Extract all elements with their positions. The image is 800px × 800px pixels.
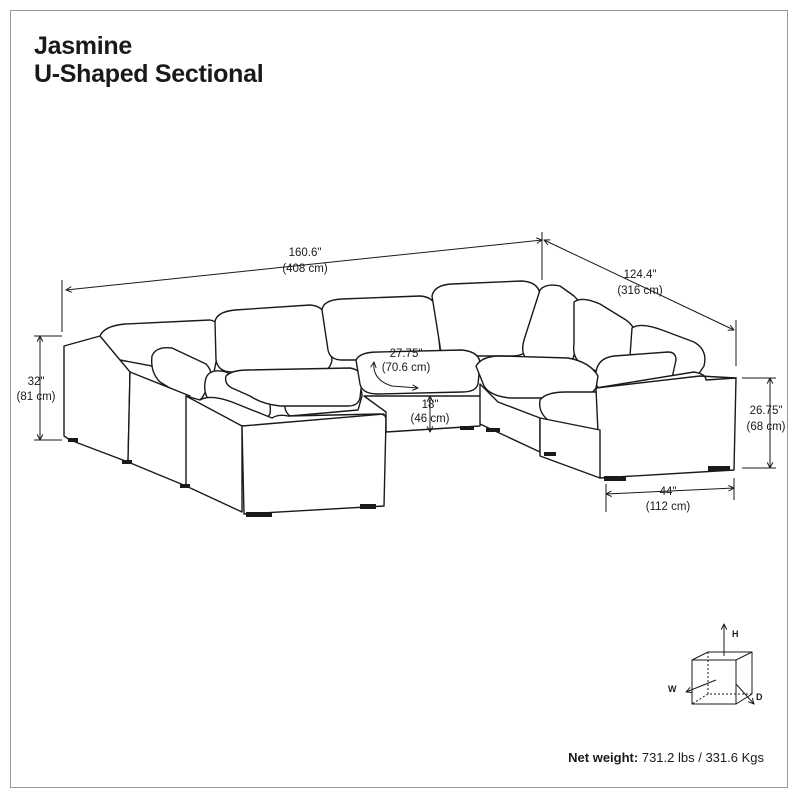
title-line-2: U-Shaped Sectional bbox=[34, 60, 264, 88]
back-height-imperial: 32" bbox=[28, 376, 45, 388]
arm-height-metric: (68 cm) bbox=[747, 421, 786, 433]
net-weight: Net weight: 731.2 lbs / 331.6 Kgs bbox=[568, 750, 764, 765]
dimension-labels: 160.6" (408 cm) 124.4" (316 cm) 27.75" (… bbox=[17, 247, 786, 513]
axis-depth-label: D bbox=[756, 692, 763, 702]
module-width-imperial: 44" bbox=[660, 486, 677, 498]
title-line-1: Jasmine bbox=[34, 32, 132, 60]
axis-labels: H W D bbox=[668, 629, 763, 702]
net-weight-value: 731.2 lbs / 331.6 Kgs bbox=[641, 750, 764, 765]
back-height-metric: (81 cm) bbox=[17, 391, 56, 403]
product-title: Jasmine U-Shaped Sectional bbox=[34, 32, 264, 88]
depth-metric: (316 cm) bbox=[617, 285, 663, 297]
width-imperial: 160.6" bbox=[289, 247, 322, 259]
right-armrest-side bbox=[539, 417, 601, 479]
sofa-feet bbox=[68, 426, 730, 517]
seat-height-metric: (46 cm) bbox=[411, 413, 450, 425]
seat-depth-imperial: 27.75" bbox=[390, 348, 423, 360]
axis-height-label: H bbox=[732, 629, 739, 639]
diagram-frame bbox=[10, 10, 788, 788]
axis-cube-icon bbox=[686, 624, 754, 704]
seat-depth-metric: (70.6 cm) bbox=[382, 362, 431, 374]
sofa-outline bbox=[63, 280, 737, 515]
net-weight-label: Net weight: bbox=[568, 750, 639, 765]
depth-imperial: 124.4" bbox=[624, 269, 657, 281]
module-width-metric: (112 cm) bbox=[646, 501, 691, 513]
right-armrest-top bbox=[595, 375, 737, 389]
axis-width-label: W bbox=[668, 684, 677, 694]
seat-height-imperial: 18" bbox=[422, 399, 439, 411]
dimension-lines bbox=[34, 232, 776, 512]
width-metric: (408 cm) bbox=[282, 263, 328, 275]
left-armrest-top bbox=[241, 413, 385, 427]
right-armrest bbox=[595, 371, 737, 479]
seat-cushion bbox=[224, 367, 363, 407]
back-cushion bbox=[214, 304, 333, 373]
arm-height-imperial: 26.75" bbox=[750, 405, 783, 417]
